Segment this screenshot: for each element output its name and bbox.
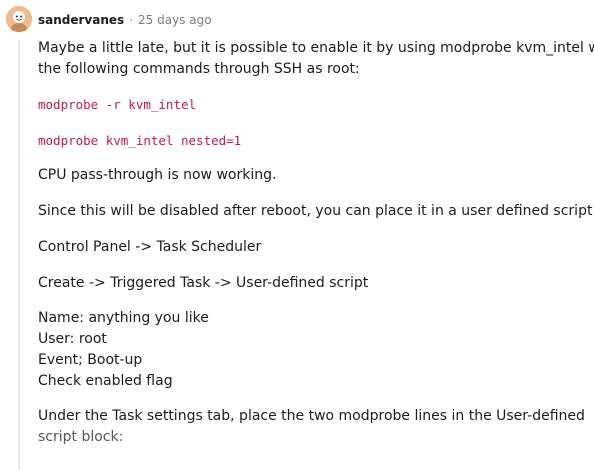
paragraph-line: Event; Boot-up bbox=[38, 352, 143, 368]
comment-meta: sandervanes · 25 days ago bbox=[38, 11, 212, 29]
code-line: modprobe kvm_intel nested=1 bbox=[38, 133, 242, 148]
avatar-icon bbox=[6, 6, 32, 32]
paragraph-line: User: root bbox=[38, 331, 107, 347]
comment: sandervanes · 25 days ago Maybe a little… bbox=[6, 6, 594, 470]
comment-body: Maybe a little late, but it is possible … bbox=[38, 38, 594, 448]
timestamp[interactable]: 25 days ago bbox=[138, 13, 212, 27]
paragraph: Create -> Triggered Task -> User-defined… bbox=[38, 275, 369, 291]
paragraph-line: Maybe a little late, but it is possible … bbox=[38, 40, 594, 56]
paragraph-line: script block: bbox=[38, 429, 124, 445]
meta-separator: · bbox=[129, 13, 134, 27]
author-name[interactable]: sandervanes bbox=[38, 13, 125, 27]
paragraph: Since this will be disabled after reboot… bbox=[38, 203, 594, 219]
paragraph-line: Name: anything you like bbox=[38, 310, 209, 326]
paragraph-line: Under the Task settings tab, place the t… bbox=[38, 408, 585, 424]
paragraph-line: Check enabled flag bbox=[38, 373, 173, 389]
avatar[interactable] bbox=[6, 6, 32, 32]
thread-line[interactable] bbox=[18, 40, 20, 470]
paragraph-line: the following commands through SSH as ro… bbox=[38, 61, 360, 77]
code-line: modprobe -r kvm_intel bbox=[38, 97, 197, 112]
paragraph: Control Panel -> Task Scheduler bbox=[38, 239, 262, 255]
paragraph: CPU pass-through is now working. bbox=[38, 167, 277, 183]
